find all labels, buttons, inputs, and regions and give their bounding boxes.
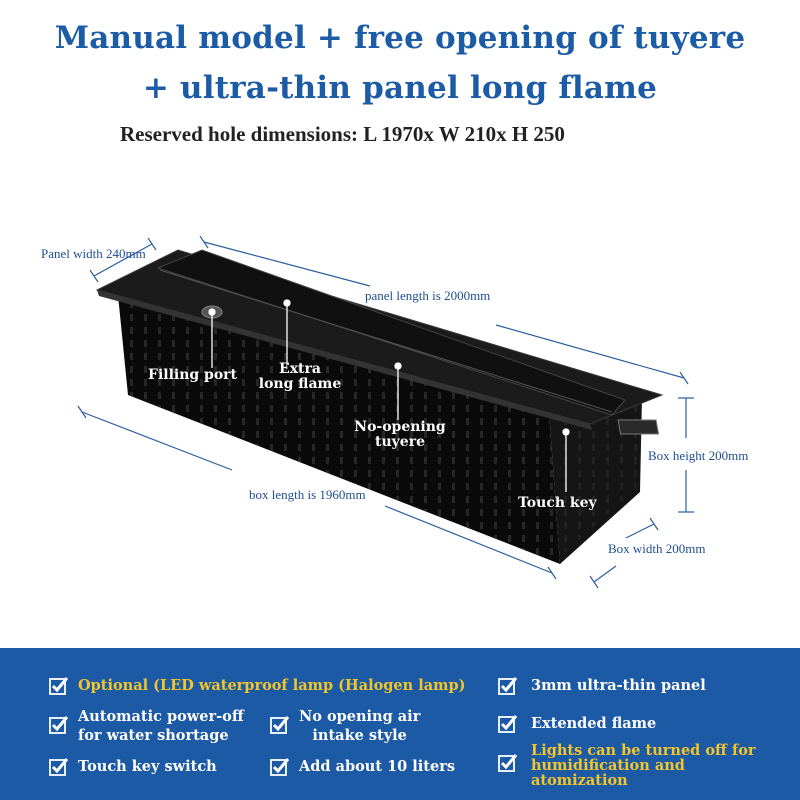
touch-key-panel — [617, 419, 660, 435]
feature-touch-key-switch: Touch key switch — [49, 757, 217, 777]
reserved-hole-dimensions: Reserved hole dimensions: L 1970x W 210x… — [120, 122, 565, 146]
filling-port-callout: Filling port — [148, 367, 238, 383]
checkbox-icon — [49, 758, 69, 776]
no-opening-tuyere-line-2: tuyere — [375, 434, 425, 450]
title-line-2: + ultra-thin panel long flame — [142, 70, 658, 106]
title-line-1: Manual model + free opening of tuyere — [54, 20, 746, 56]
extra-long-flame-callout: Extra long flame — [250, 362, 350, 392]
extra-long-flame-line-2: long flame — [258, 376, 342, 392]
panel-width-label: Panel width 240mm — [41, 246, 146, 261]
checkbox-icon — [498, 677, 518, 695]
box-width-label: Box width 200mm — [608, 541, 706, 556]
checkbox-icon — [270, 758, 290, 776]
box-height-label: Box height 200mm — [648, 448, 749, 463]
checkbox-icon — [49, 677, 69, 695]
flame-strip — [156, 249, 626, 416]
feature-optional-lamp: Optional (LED waterproof lamp (Halogen l… — [49, 676, 466, 696]
feature-banner — [0, 648, 800, 800]
touch-key-callout: Touch key — [518, 495, 597, 511]
feature-auto-power-off: Automatic power-off for water shortage — [49, 707, 244, 745]
checkbox-icon — [270, 716, 290, 734]
feature-lights-off: Lights can be turned off for humidificat… — [498, 743, 756, 788]
feature-capacity: Add about 10 liters — [270, 757, 455, 777]
no-opening-tuyere-callout: No-opening tuyere — [345, 420, 455, 450]
no-opening-tuyere-line-1: No-opening — [354, 419, 446, 435]
checkbox-icon — [49, 716, 69, 734]
feature-no-opening-air: No opening air intake style — [270, 707, 420, 745]
feature-thin-panel: 3mm ultra-thin panel — [498, 676, 706, 696]
panel-length-label: panel length is 2000mm — [365, 288, 491, 303]
checkbox-icon — [498, 754, 518, 772]
feature-extended-flame: Extended flame — [498, 714, 656, 734]
extra-long-flame-line-1: Extra — [279, 361, 321, 377]
checkbox-icon — [498, 715, 518, 733]
box-length-label: box length is 1960mm — [249, 487, 366, 502]
